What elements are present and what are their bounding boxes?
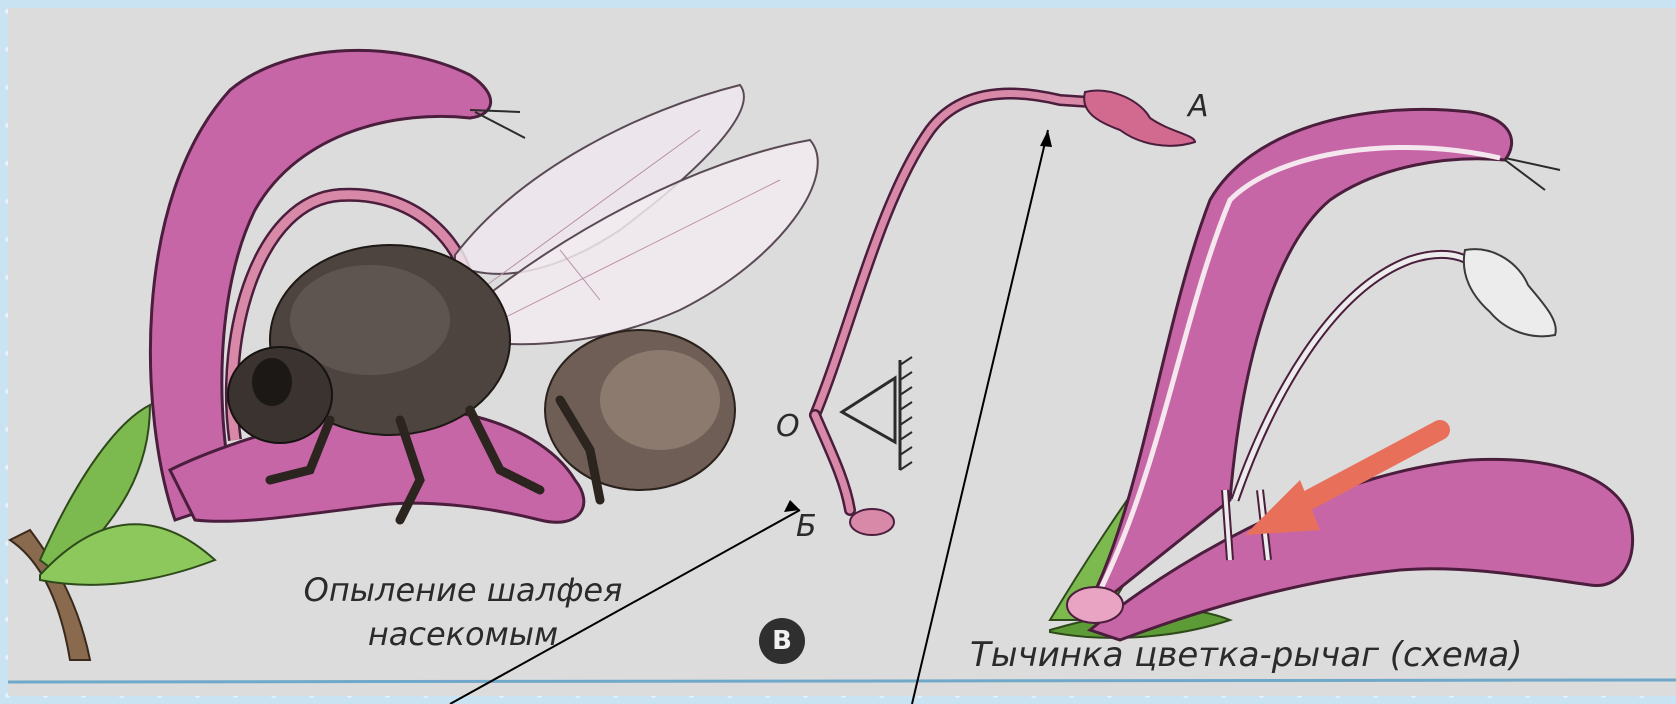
- caption-pollination-line1: Опыление шалфея: [268, 568, 658, 612]
- point-o-label: О: [776, 412, 800, 442]
- caption-pollination-line2: насекомым: [268, 612, 658, 656]
- point-b-label: Б: [796, 512, 817, 542]
- caption-pollination: Опыление шалфея насекомым: [268, 568, 658, 656]
- anther: [1084, 91, 1195, 146]
- pointer-line-a: [912, 130, 1048, 704]
- caption-stamen-lever: Тычинка цветка-рычаг (схема): [970, 638, 1523, 672]
- divider-line: [8, 680, 1676, 682]
- figure-badge: В: [759, 618, 805, 664]
- lever-fulcrum-icon: [842, 357, 912, 470]
- point-a-label: А: [1188, 92, 1209, 122]
- salvia-flower-right: [1050, 109, 1633, 640]
